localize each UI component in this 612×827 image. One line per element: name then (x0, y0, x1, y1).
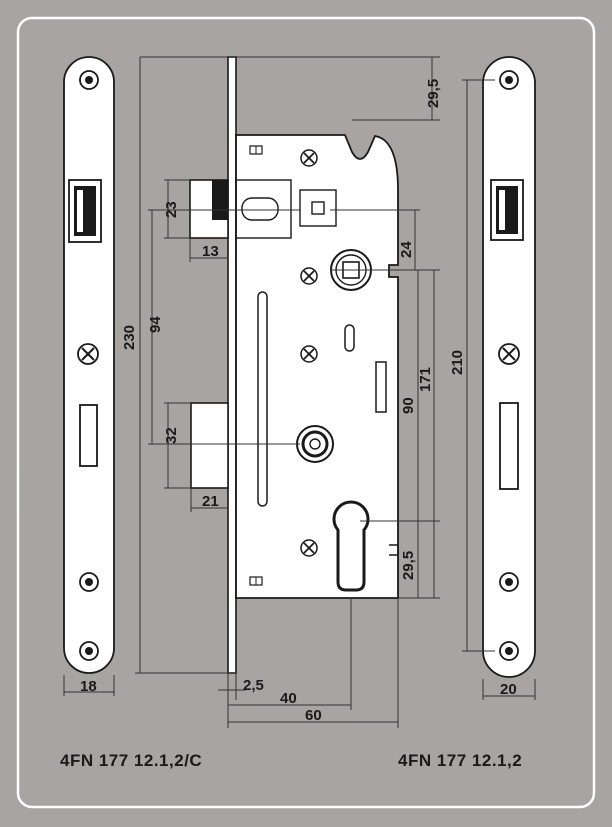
dim-total-height-label: 230 (121, 325, 138, 350)
dim-latch-to-bolt-label: 94 (147, 316, 164, 333)
right-plate-center-screw-icon (498, 343, 520, 365)
euro-cylinder-cutout (332, 500, 370, 592)
right-plate-bolt-opening (499, 402, 519, 490)
dim-cylinder-to-bottom-label: 29,5 (400, 551, 417, 580)
lock-faceplate (227, 56, 237, 674)
lock-body (189, 56, 399, 674)
left-plate-lower-screw-hole (79, 572, 99, 592)
right-plate-latch-opening (490, 179, 524, 241)
vertical-guide-slot (257, 291, 268, 507)
case-screw-top-icon (300, 149, 318, 167)
latch-mechanism-block (235, 179, 292, 239)
right-plate-top-screw-hole (499, 70, 519, 90)
dim-latch-projection-label: 13 (202, 243, 219, 260)
left-plate-latch-opening (68, 179, 102, 243)
right-plate-bottom-screw-hole (499, 641, 519, 661)
right-plate-hole-spacing-label: 210 (449, 350, 466, 375)
small-rect-slot (375, 361, 387, 413)
dim-top-offset-label: 29,5 (425, 79, 442, 108)
right-plate-lower-screw-hole (499, 572, 519, 592)
frame-border (16, 16, 596, 809)
left-plate-width-label: 18 (80, 678, 97, 695)
small-oval-slot (344, 324, 355, 352)
dim-bolt-height-label: 32 (163, 427, 180, 444)
dim-latch-height-label: 23 (163, 201, 180, 218)
left-strike-plate: 18 (63, 56, 115, 696)
case-screw-lower-icon (300, 345, 318, 363)
dim-follower-to-bottom-label: 171 (417, 367, 434, 392)
case-screw-mid-icon (300, 267, 318, 285)
right-strike-plate: 210 20 (449, 56, 536, 700)
left-plate-bottom-screw-hole (79, 641, 99, 661)
left-plate-bolt-opening (79, 404, 98, 467)
left-plate-top-screw-hole (79, 70, 99, 90)
right-plate-width-label: 20 (500, 681, 517, 698)
left-plate-center-screw-icon (77, 343, 99, 365)
dim-bolt-projection-label: 21 (202, 493, 219, 510)
dim-faceplate-thickness-label: 2,5 (243, 677, 264, 694)
dead-bolt (190, 402, 229, 489)
square-slot-top (299, 189, 337, 227)
left-model-caption: 4FN 177 12.1,2/C (60, 751, 203, 770)
dim-backset-label: 60 (305, 707, 322, 724)
dim-latch-to-follower-label: 24 (398, 241, 415, 258)
case-screw-bottom-icon (300, 539, 318, 557)
right-model-caption: 4FN 177 12.1,2 (398, 751, 523, 770)
dim-follower-to-cylinder-label: 90 (400, 397, 417, 414)
dim-case-width-label: 40 (280, 690, 297, 707)
lock-case-outline (235, 134, 399, 599)
lock-dimensions (135, 56, 440, 728)
